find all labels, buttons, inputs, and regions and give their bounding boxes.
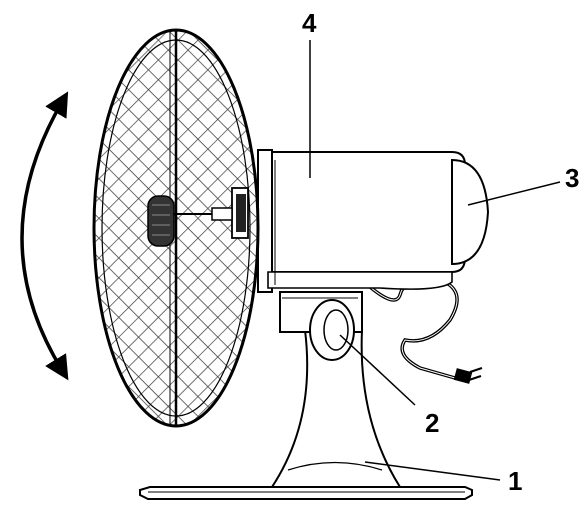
callout-label-2: 2	[425, 408, 439, 438]
leader-1	[364, 461, 501, 481]
leader-2	[339, 334, 416, 406]
fan-guard	[92, 28, 260, 428]
fan-base	[139, 329, 473, 500]
fan-neck	[279, 291, 363, 361]
rear-cover	[451, 158, 490, 266]
callout-leaders	[309, 40, 561, 481]
callout-label-4: 4	[302, 8, 317, 38]
power-cord	[360, 277, 483, 384]
motor-housing	[257, 149, 466, 293]
callout-label-3: 3	[565, 163, 579, 193]
callout-label-1: 1	[508, 466, 522, 496]
leader-3	[467, 181, 561, 206]
blade-hub	[147, 187, 249, 247]
oscillation-arrow	[20, 91, 69, 381]
